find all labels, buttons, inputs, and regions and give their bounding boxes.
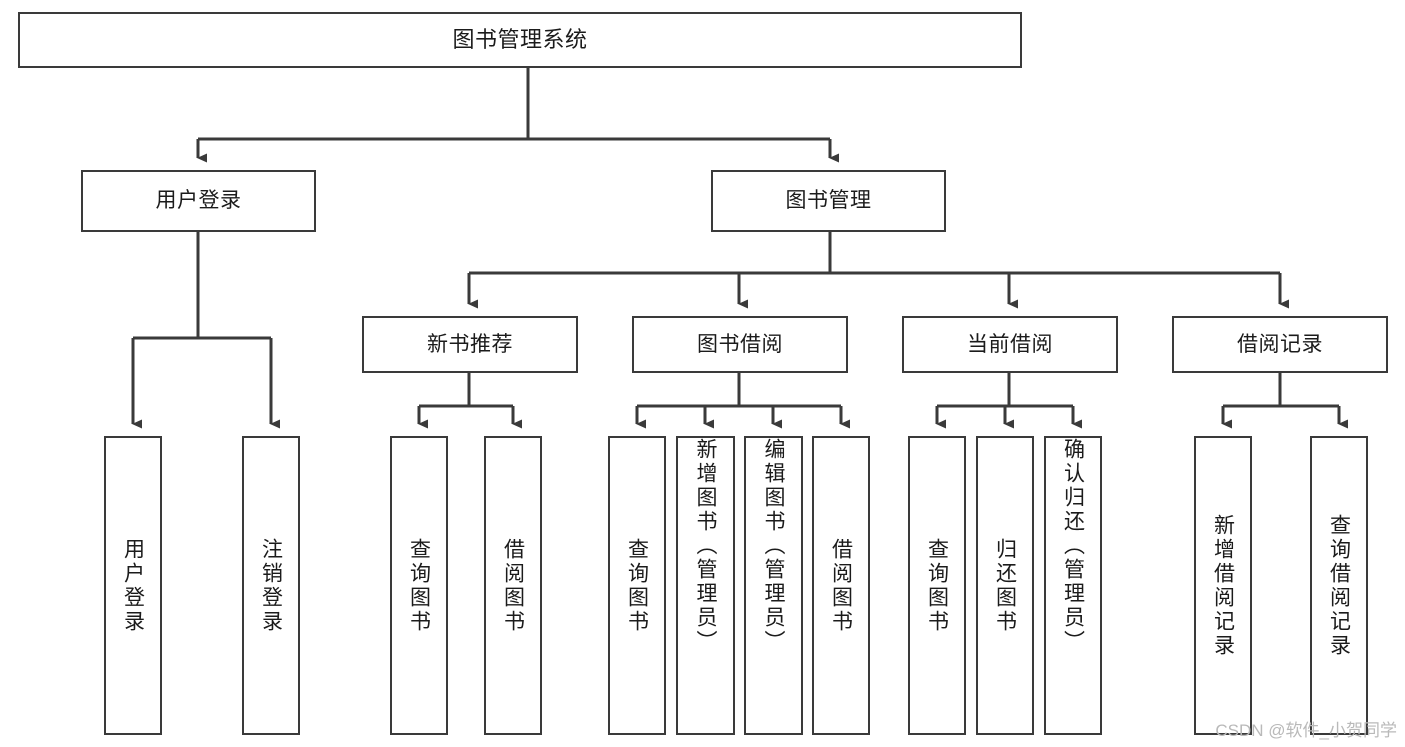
- edges-userlogin-to-leaves: [131, 232, 280, 429]
- edges-borrowrecord-to-leaves: [1221, 373, 1348, 429]
- node-new-book-recommend-label: 新书推荐: [427, 332, 513, 356]
- node-leaf-add-borrow-record[interactable]: 新增借阅记录: [1194, 436, 1252, 735]
- node-leaf-confirm-return-admin-label: 确认归还（管理员）: [1061, 438, 1085, 654]
- node-current-borrow[interactable]: 当前借阅: [902, 316, 1118, 373]
- node-leaf-query-book-current[interactable]: 查询图书: [908, 436, 966, 735]
- node-leaf-borrow-book[interactable]: 借阅图书: [812, 436, 870, 735]
- node-leaf-query-book-recommend-label: 查询图书: [407, 537, 431, 634]
- node-user-login-label: 用户登录: [155, 189, 242, 213]
- edges-bookborrow-to-leaves: [635, 373, 850, 429]
- node-current-borrow-label: 当前借阅: [967, 332, 1053, 356]
- node-leaf-confirm-return-admin[interactable]: 确认归还（管理员）: [1044, 436, 1102, 735]
- node-leaf-add-book-admin-label: 新增图书（管理员）: [694, 438, 717, 654]
- node-leaf-user-login[interactable]: 用户登录: [104, 436, 162, 735]
- node-book-borrow[interactable]: 图书借阅: [632, 316, 848, 373]
- node-leaf-query-borrow-record-label: 查询借阅记录: [1327, 513, 1351, 658]
- node-leaf-return-book-label: 归还图书: [993, 537, 1017, 634]
- node-leaf-logout-login-label: 注销登录: [259, 537, 283, 634]
- node-leaf-query-book-borrow-label: 查询图书: [625, 537, 649, 634]
- edges-bookmgmt-to-level3: [467, 232, 1289, 309]
- node-leaf-query-book-current-label: 查询图书: [925, 537, 949, 634]
- node-leaf-user-login-label: 用户登录: [121, 537, 145, 634]
- node-leaf-add-book-admin[interactable]: 新增图书（管理员）: [676, 436, 735, 735]
- node-leaf-edit-book-admin-label: 编辑图书（管理员）: [762, 438, 785, 654]
- node-leaf-borrow-book-label: 借阅图书: [829, 537, 853, 634]
- node-leaf-borrow-book-recommend[interactable]: 借阅图书: [484, 436, 542, 735]
- node-book-management[interactable]: 图书管理: [711, 170, 946, 232]
- node-borrow-record-label: 借阅记录: [1237, 332, 1323, 356]
- node-book-borrow-label: 图书借阅: [697, 332, 783, 356]
- node-leaf-add-borrow-record-label: 新增借阅记录: [1211, 513, 1235, 658]
- node-new-book-recommend[interactable]: 新书推荐: [362, 316, 578, 373]
- node-leaf-logout-login[interactable]: 注销登录: [242, 436, 300, 735]
- node-root-label: 图书管理系统: [452, 26, 588, 52]
- node-leaf-query-book-borrow[interactable]: 查询图书: [608, 436, 666, 735]
- edges-root-to-level2: [196, 68, 839, 163]
- node-user-login[interactable]: 用户登录: [81, 170, 316, 232]
- node-leaf-edit-book-admin[interactable]: 编辑图书（管理员）: [744, 436, 803, 735]
- edges-currentborrow-to-leaves: [935, 373, 1082, 429]
- edges-recommend-to-leaves: [417, 373, 522, 429]
- node-root[interactable]: 图书管理系统: [18, 12, 1022, 68]
- node-leaf-borrow-book-recommend-label: 借阅图书: [501, 537, 525, 634]
- node-borrow-record[interactable]: 借阅记录: [1172, 316, 1388, 373]
- node-leaf-query-book-recommend[interactable]: 查询图书: [390, 436, 448, 735]
- node-leaf-return-book[interactable]: 归还图书: [976, 436, 1034, 735]
- node-book-management-label: 图书管理: [785, 189, 872, 213]
- node-leaf-query-borrow-record[interactable]: 查询借阅记录: [1310, 436, 1368, 735]
